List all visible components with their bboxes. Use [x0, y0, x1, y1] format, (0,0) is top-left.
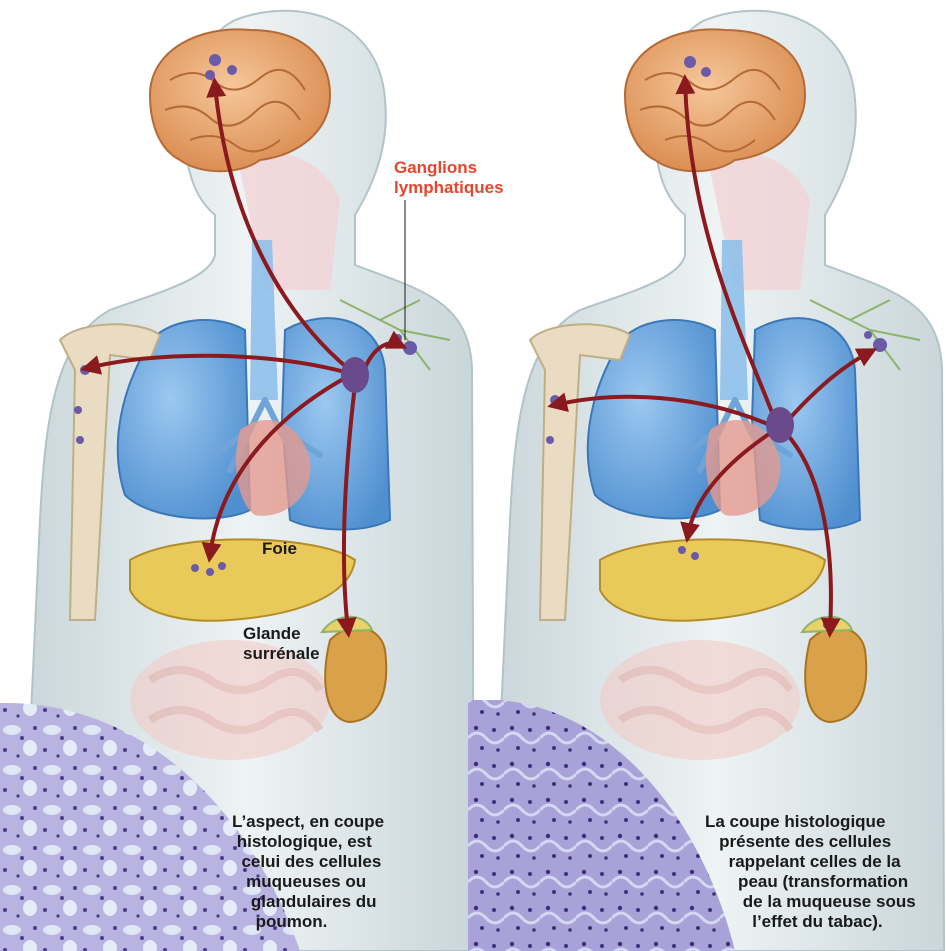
- left-figure: [0, 11, 474, 951]
- label-foie: Foie: [262, 539, 297, 559]
- caption-right: La coupe histologique présente des cellu…: [705, 812, 916, 932]
- label-ganglions-lymphatiques: Ganglions lymphatiques: [394, 158, 504, 198]
- intestines: [600, 640, 800, 760]
- label-glande-surrenale: Glande surrénale: [243, 624, 320, 664]
- primary-tumor: [341, 357, 369, 393]
- caption-left: L’aspect, en coupe histologique, est cel…: [232, 812, 384, 932]
- primary-tumor: [766, 407, 794, 443]
- right-figure: [468, 11, 944, 951]
